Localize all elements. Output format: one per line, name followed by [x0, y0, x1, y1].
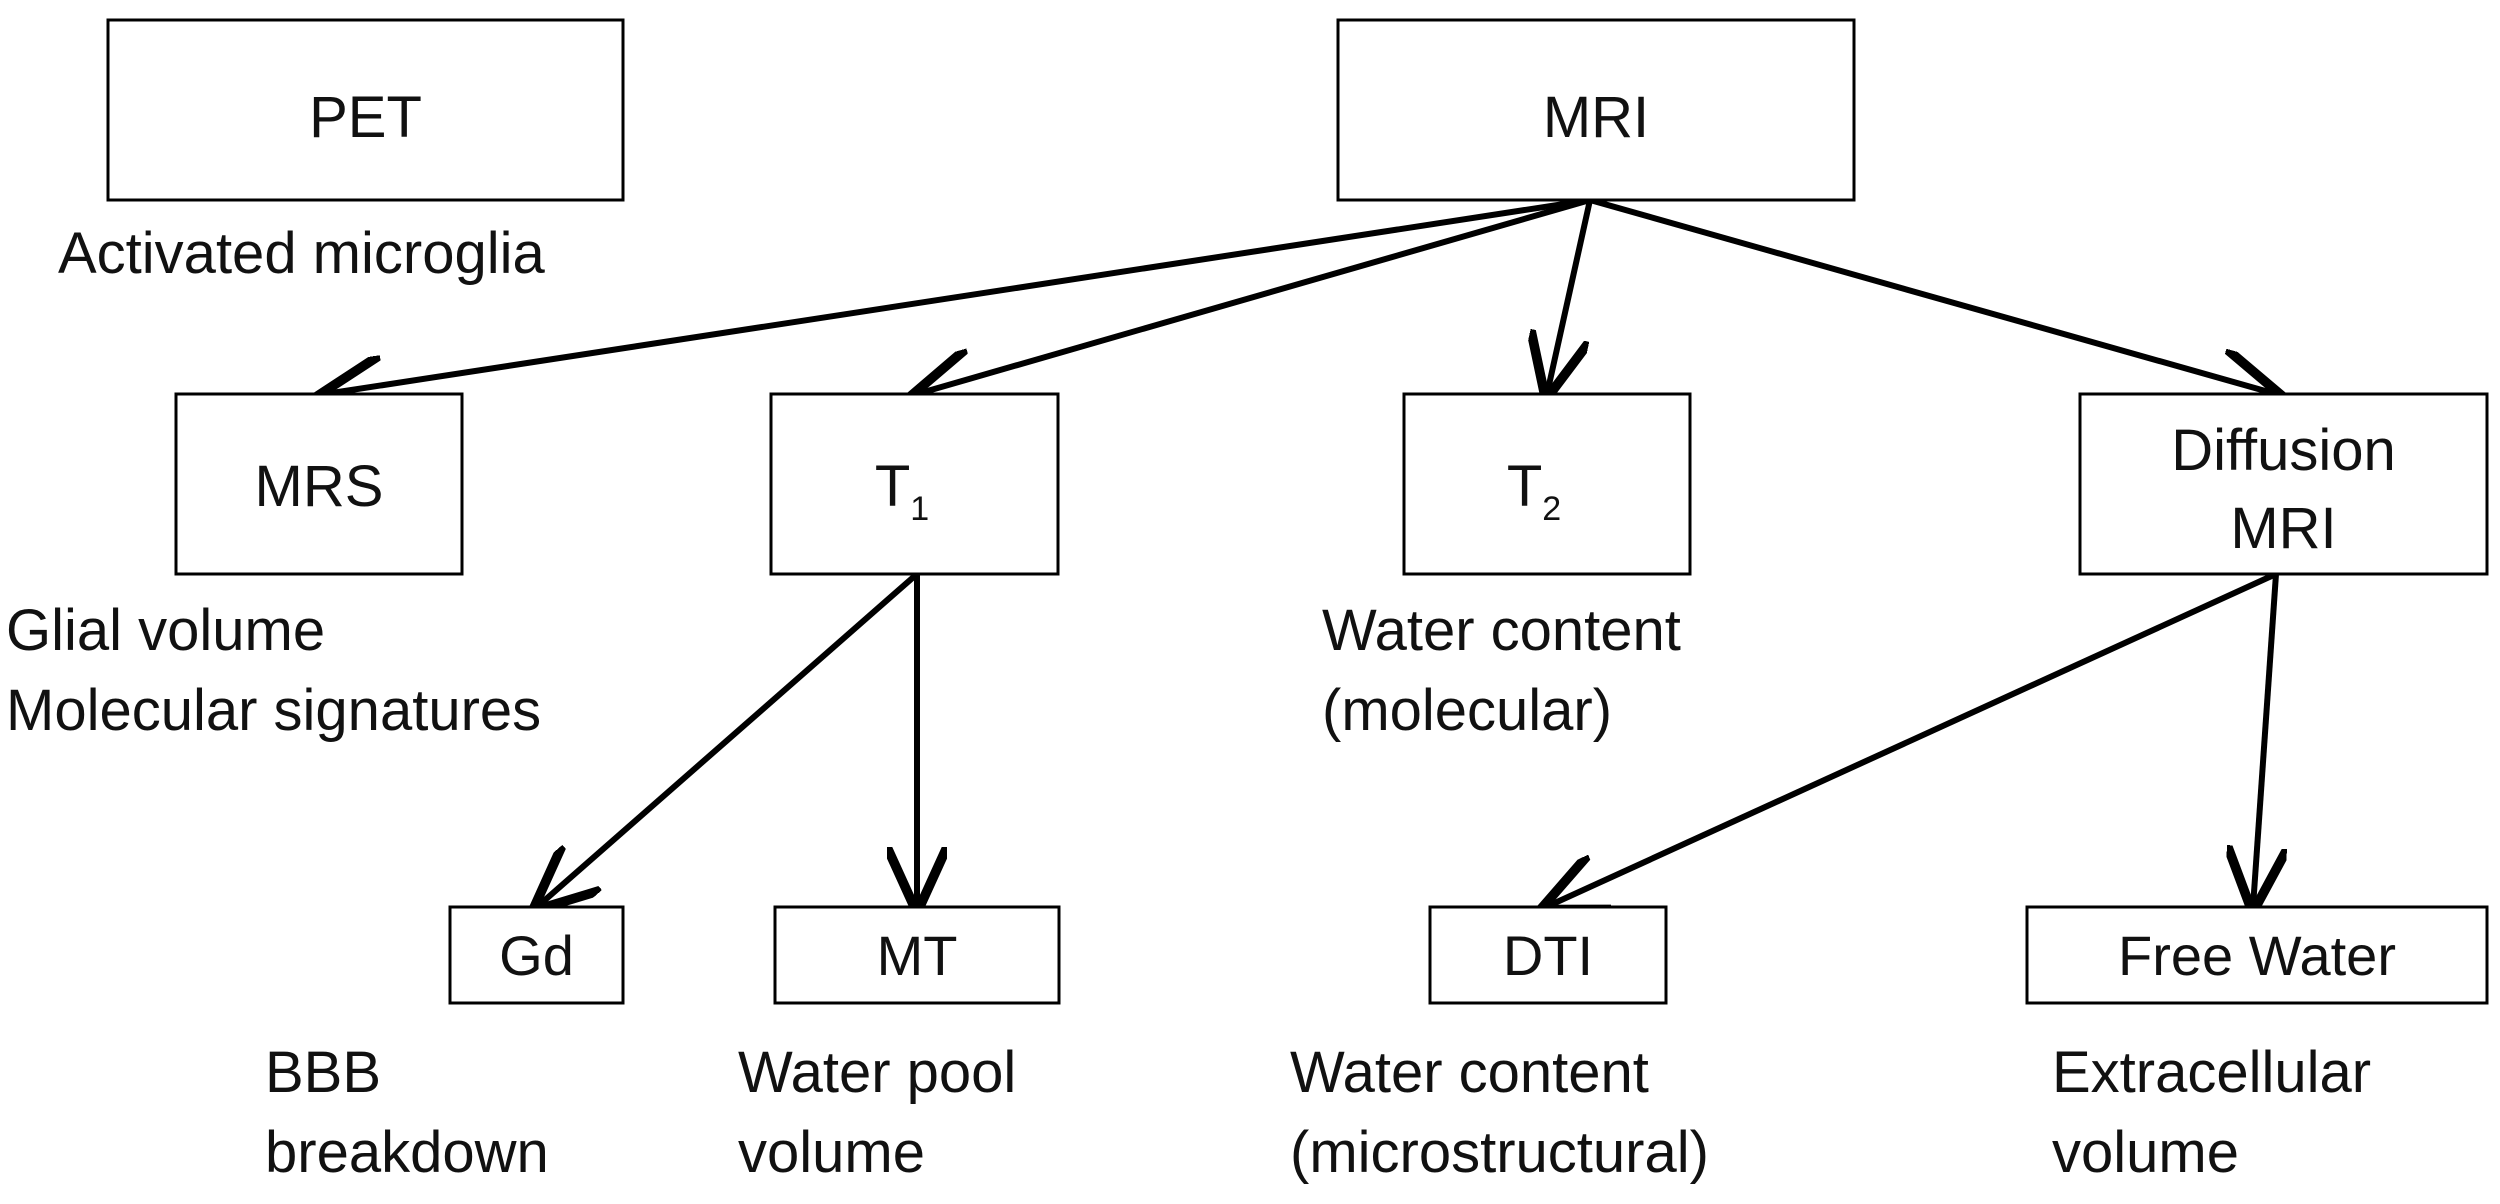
caption-pet: Activated microglia: [58, 221, 545, 286]
edge-diffusion-freewater: [2253, 573, 2276, 907]
caption-mt: Water pool volume: [738, 1040, 1016, 1185]
node-t2: T2: [1402, 392, 1692, 576]
caption-t2-line1: Water content: [1322, 598, 1681, 663]
edge-mri-diffusion: [1589, 197, 2276, 394]
node-mt: MT: [773, 905, 1061, 1005]
node-pet: PET: [106, 18, 625, 202]
caption-dti: Water content (microstructural): [1290, 1040, 1709, 1185]
edge-mri-mrs: [325, 197, 1591, 394]
caption-gd-line2: breakdown: [265, 1120, 549, 1185]
node-diffusion-line1: Diffusion: [2171, 418, 2396, 483]
caption-pet-line1: Activated microglia: [58, 221, 545, 286]
caption-free-water: Extracellular volume: [2052, 1040, 2371, 1185]
node-gd: Gd: [448, 905, 625, 1005]
node-free-water-label: Free Water: [2118, 924, 2396, 987]
caption-gd: BBB breakdown: [265, 1040, 549, 1185]
node-diffusion-mri: Diffusion MRI: [2078, 392, 2489, 576]
node-diffusion-line2: MRI: [2230, 496, 2336, 561]
caption-free-water-line1: Extracellular: [2052, 1040, 2371, 1105]
node-pet-label: PET: [309, 85, 422, 150]
node-mrs: MRS: [174, 392, 464, 576]
caption-mrs-line1: Glial volume: [6, 598, 325, 663]
node-dti: DTI: [1428, 905, 1668, 1005]
caption-dti-line2: (microstructural): [1290, 1120, 1709, 1185]
caption-t2-line2: (molecular): [1322, 678, 1612, 743]
edge-mri-t1: [917, 197, 1591, 394]
node-t1-label: T1: [875, 454, 929, 528]
node-t2-label: T2: [1507, 454, 1561, 528]
node-mt-label: MT: [877, 924, 958, 987]
caption-free-water-line2: volume: [2052, 1120, 2239, 1185]
caption-mt-line1: Water pool: [738, 1040, 1016, 1105]
caption-mrs-line2: Molecular signatures: [6, 678, 541, 743]
node-gd-label: Gd: [499, 924, 574, 987]
edge-diffusion-dti: [1546, 571, 2278, 907]
edge-mri-t2: [1547, 199, 1593, 394]
node-free-water: Free Water: [2025, 905, 2489, 1005]
caption-t2: Water content (molecular): [1322, 598, 1681, 743]
node-dti-label: DTI: [1503, 924, 1593, 987]
caption-gd-line1: BBB: [265, 1040, 381, 1105]
node-mri-label: MRI: [1543, 85, 1649, 150]
caption-dti-line1: Water content: [1290, 1040, 1649, 1105]
caption-mt-line2: volume: [738, 1120, 925, 1185]
node-mri: MRI: [1336, 18, 1856, 202]
caption-mrs: Glial volume Molecular signatures: [6, 598, 541, 743]
edges: [325, 197, 2278, 907]
node-t1: T1: [769, 392, 1060, 576]
node-mrs-label: MRS: [255, 454, 384, 519]
edge-t1-gd: [537, 571, 919, 907]
